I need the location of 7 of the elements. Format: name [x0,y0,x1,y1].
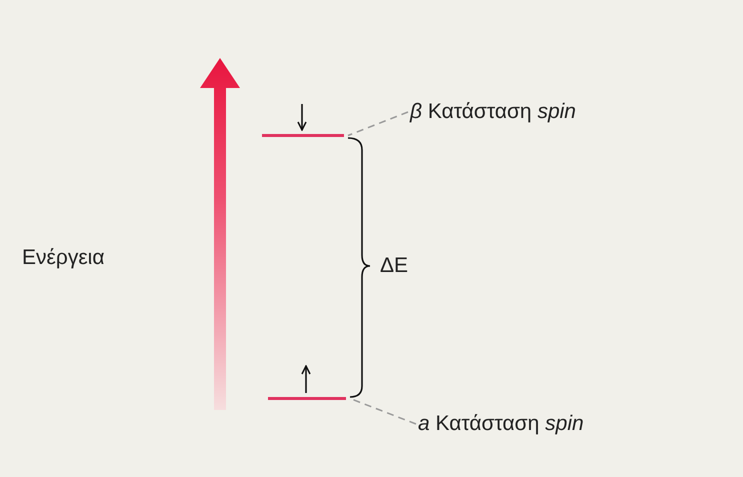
axis-label: Ενέργεια [22,246,104,270]
delta-e-label: ΔE [380,254,408,278]
state-label: a Κατάσταση spin [418,412,584,436]
energy-level-line [262,134,344,137]
energy-level-line [268,397,346,400]
state-label: β Κατάσταση spin [410,100,576,124]
leader-line [348,111,408,136]
